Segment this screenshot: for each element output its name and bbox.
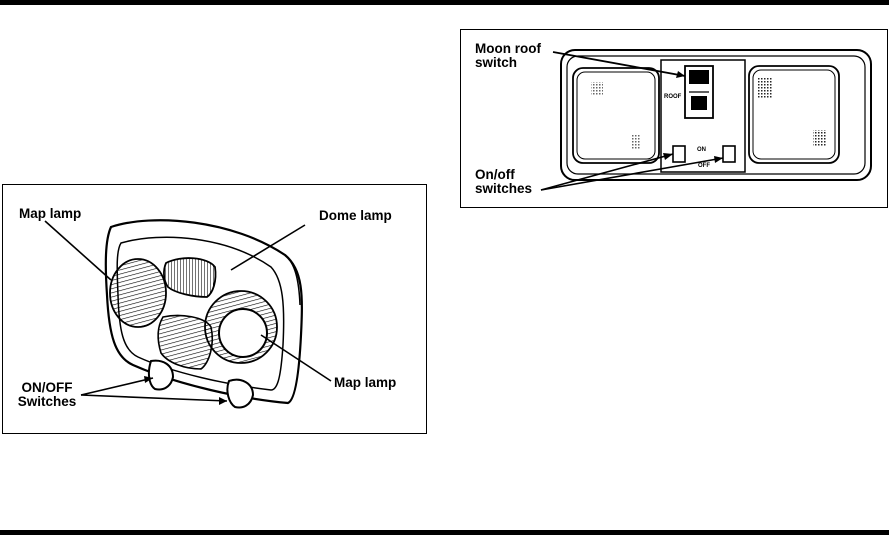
dome-lamp-figure: Map lamp Dome lamp Map lamp ON/OFF Switc… (2, 184, 427, 434)
console-roof-text: ROOF (664, 94, 682, 100)
top-rule (0, 0, 889, 5)
on-off-switches-label: ON/OFF Switches (15, 381, 79, 409)
on-off-switches-label-line1: ON/OFF (15, 381, 79, 395)
on-off-switches-console-label: On/off switches (475, 168, 532, 196)
right-map-lamp (219, 309, 267, 357)
moon-roof-switch-label: Moon roof switch (475, 42, 541, 70)
bottom-rule (0, 530, 889, 535)
on-off-label-line2: switches (475, 182, 532, 196)
map-lamp-label-top: Map lamp (19, 207, 81, 221)
dome-lamp-label: Dome lamp (319, 209, 392, 223)
console-off-text: OFF (698, 163, 710, 169)
console-on-text: ON (697, 147, 706, 153)
on-off-label-line1: On/off (475, 168, 532, 182)
right-on-off-switch (227, 380, 253, 408)
overhead-console-figure: ROOF ON OFF Moon roof switch On/off swit… (460, 29, 888, 208)
left-on-off-switch (149, 361, 173, 390)
left-map-lamp (110, 259, 166, 327)
right-on-off-switch-console (723, 146, 735, 162)
on-off-switches-label-line2: Switches (15, 395, 79, 409)
moon-roof-label-line2: switch (475, 56, 541, 70)
map-lamp-label-right: Map lamp (334, 376, 396, 390)
moon-roof-label-line1: Moon roof (475, 42, 541, 56)
left-on-off-switch-console (673, 146, 685, 162)
